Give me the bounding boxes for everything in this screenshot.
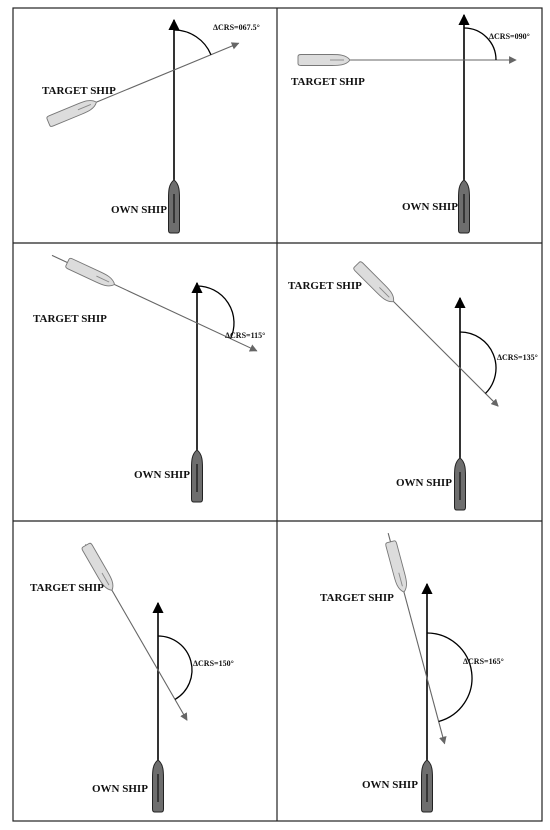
panels: ΔCRS=067.5° TARGET SHIP OWN SHIP ΔCRS=090° T… bbox=[30, 13, 538, 813]
target-ship-hull bbox=[46, 100, 97, 127]
panel-grid bbox=[12, 7, 543, 822]
target-ship-hull bbox=[297, 54, 351, 66]
target-ship-label: TARGET SHIP bbox=[320, 592, 394, 604]
own-ship-icon bbox=[152, 759, 164, 813]
target-ship-icon bbox=[65, 257, 116, 287]
target-ship-label: TARGET SHIP bbox=[288, 280, 362, 292]
target-ship-label: TARGET SHIP bbox=[30, 582, 104, 594]
delta-course-label: ΔCRS=090° bbox=[489, 32, 530, 41]
relative-course-arc bbox=[196, 285, 235, 339]
panel-5: ΔCRS=150° TARGET SHIP OWN SHIP bbox=[30, 542, 234, 813]
target-ship-icon bbox=[297, 54, 351, 66]
panel-1: ΔCRS=067.5° TARGET SHIP OWN SHIP bbox=[42, 18, 260, 234]
target-ship-icon bbox=[353, 261, 395, 303]
own-ship-label: OWN SHIP bbox=[92, 783, 148, 795]
target-ship-keel bbox=[77, 104, 92, 111]
target-ship-icon bbox=[46, 100, 97, 127]
target-ship-keel bbox=[398, 572, 403, 587]
relative-course-arc bbox=[463, 27, 497, 61]
target-ship-keel bbox=[101, 572, 110, 586]
own-ship-label: OWN SHIP bbox=[111, 204, 167, 216]
own-ship-label: OWN SHIP bbox=[396, 477, 452, 489]
target-ship-icon bbox=[81, 542, 114, 591]
target-ship-keel bbox=[379, 287, 390, 298]
panel-4: ΔCRS=135° TARGET SHIP OWN SHIP bbox=[288, 261, 538, 511]
delta-course-label: ΔCRS=115° bbox=[225, 331, 265, 340]
target-ship-label: TARGET SHIP bbox=[42, 85, 116, 97]
target-ship-hull bbox=[65, 257, 116, 287]
own-ship-label: OWN SHIP bbox=[402, 201, 458, 213]
target-ship-hull bbox=[385, 540, 407, 593]
relative-course-arc bbox=[173, 29, 212, 55]
own-ship-icon bbox=[458, 179, 470, 234]
delta-course-label: ΔCRS=135° bbox=[497, 353, 538, 362]
relative-course-arc bbox=[459, 331, 497, 394]
target-ship-keel bbox=[96, 275, 110, 283]
relative-course-arc bbox=[157, 635, 193, 701]
own-ship-icon bbox=[168, 179, 180, 234]
own-ship-icon bbox=[421, 759, 433, 813]
own-ship-icon bbox=[191, 449, 203, 503]
delta-course-label: ΔCRS=150° bbox=[193, 659, 234, 668]
own-ship-label: OWN SHIP bbox=[134, 469, 190, 481]
own-ship-label: OWN SHIP bbox=[362, 779, 418, 791]
own-ship-icon bbox=[454, 457, 466, 511]
panel-3: ΔCRS=115° TARGET SHIP OWN SHIP bbox=[33, 254, 265, 503]
panel-6: ΔCRS=165° TARGET SHIP OWN SHIP bbox=[320, 532, 504, 813]
panel-2: ΔCRS=090° TARGET SHIP OWN SHIP bbox=[291, 13, 530, 234]
target-ship-icon bbox=[385, 540, 407, 593]
target-ship-label: TARGET SHIP bbox=[291, 76, 365, 88]
relative-course-arc bbox=[426, 632, 473, 723]
delta-course-label: ΔCRS=165° bbox=[463, 657, 504, 666]
delta-course-label: ΔCRS=067.5° bbox=[213, 23, 260, 32]
target-ship-label: TARGET SHIP bbox=[33, 313, 107, 325]
